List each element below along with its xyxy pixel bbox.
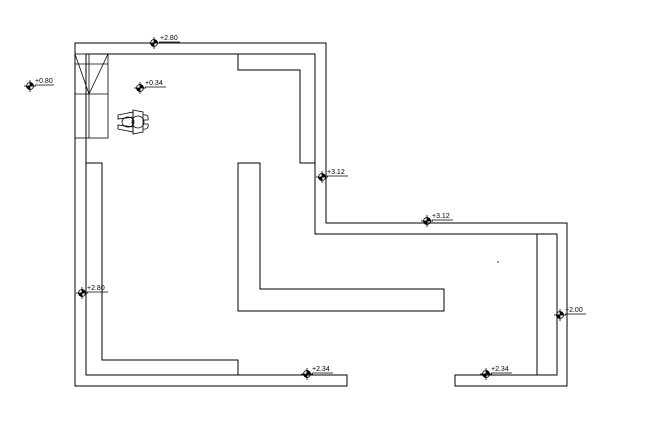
inner-wall-top (237, 54, 315, 164)
level-label: +3.12 (327, 169, 345, 176)
level-label: +2.00 (565, 307, 583, 314)
level-marker: +2.80 (148, 35, 180, 49)
inner-wall-left (86, 162, 239, 375)
point-mark (497, 261, 499, 263)
level-marker: +2.80 (76, 285, 108, 299)
level-marker: +0.80 (24, 78, 54, 92)
level-label: +2.80 (87, 285, 105, 292)
level-label: +0.80 (35, 78, 53, 85)
level-label: +0.34 (145, 80, 163, 87)
level-label: +2.80 (160, 35, 178, 42)
level-label: +3.12 (432, 213, 450, 220)
staircase (74, 53, 109, 139)
person-top-view-icon (117, 109, 149, 135)
level-marker: +3.12 (316, 169, 348, 183)
level-marker: +3.12 (421, 213, 453, 227)
level-label: +2.34 (491, 366, 509, 373)
level-marker: +2.34 (480, 366, 512, 380)
level-marker: +0.34 (134, 80, 166, 94)
level-label: +2.34 (312, 366, 330, 373)
level-marker: +2.00 (554, 307, 586, 321)
outer-wall (74, 42, 568, 387)
level-marker: +2.34 (301, 366, 333, 380)
center-partition (237, 162, 445, 312)
